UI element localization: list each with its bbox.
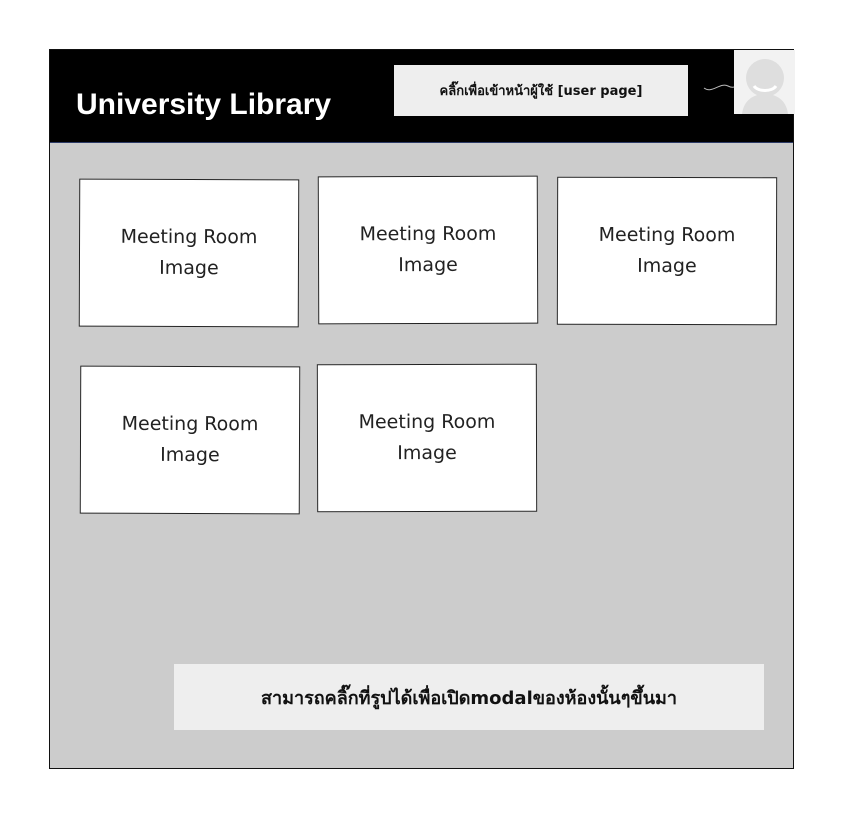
- meeting-room-label: Meeting Room Image: [598, 223, 736, 278]
- meeting-room-card[interactable]: Meeting Room Image: [316, 363, 538, 513]
- meeting-room-label: Meeting Room Image: [121, 412, 259, 467]
- meeting-room-card[interactable]: Meeting Room Image: [317, 175, 539, 325]
- user-page-annotation: คลิ๊กเพื่อเข้าหน้าผู้ใช้ [user page]: [394, 65, 688, 116]
- user-avatar-icon[interactable]: [734, 50, 795, 114]
- app-title: University Library: [76, 88, 332, 121]
- library-page-frame: University Library คลิ๊กเพื่อเข้าหน้าผู้…: [49, 49, 795, 769]
- meeting-room-card[interactable]: Meeting Room Image: [79, 365, 301, 515]
- header-bar: University Library คลิ๊กเพื่อเข้าหน้าผู้…: [50, 50, 795, 143]
- meeting-room-label: Meeting Room Image: [358, 410, 496, 465]
- modal-hint-annotation: สามารถคลิ๊กที่รูปได้เพื่อเปิดmodalของห้อ…: [174, 664, 764, 730]
- meeting-room-card[interactable]: Meeting Room Image: [78, 178, 300, 328]
- meeting-room-label: Meeting Room Image: [120, 225, 258, 280]
- meeting-room-card[interactable]: Meeting Room Image: [556, 176, 778, 326]
- meeting-room-label: Meeting Room Image: [359, 222, 497, 277]
